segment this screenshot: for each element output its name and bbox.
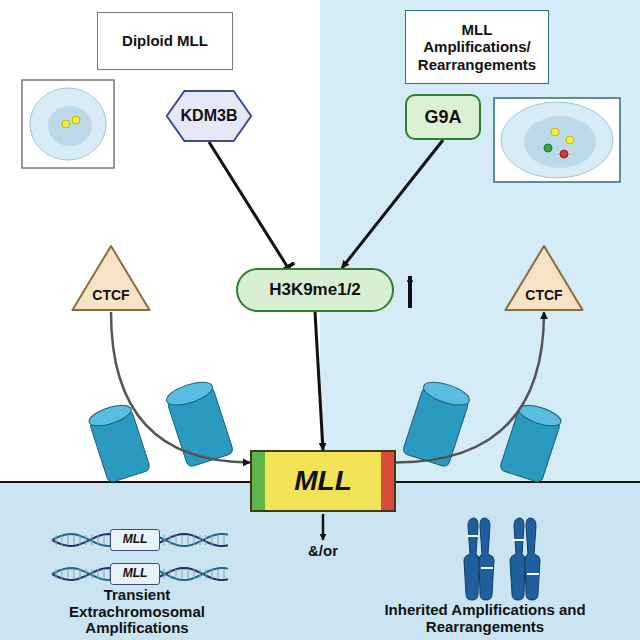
nucleosome	[87, 401, 151, 483]
activation-arrow	[396, 312, 544, 462]
base-pair	[56, 535, 57, 545]
enzyme-box: G9A	[405, 94, 481, 140]
node-text: H3K9me1/2	[269, 280, 361, 300]
fish-dot	[566, 136, 574, 144]
base-pair	[176, 535, 177, 545]
activation-arrow	[342, 140, 443, 268]
activation-arrow	[111, 312, 250, 462]
base-pair	[170, 569, 171, 579]
base-pair	[98, 569, 99, 579]
base-pair	[170, 535, 171, 545]
base-pair	[200, 535, 201, 545]
ctcf-triangle: CTCF	[70, 244, 152, 312]
fish-dot	[544, 144, 552, 152]
outcome-label: Transient Extrachromosomal Amplification…	[62, 587, 212, 637]
conjunction-label: &/or	[300, 543, 346, 560]
cell-frame	[22, 80, 114, 168]
base-pair	[62, 569, 63, 579]
node-text: MLL	[123, 567, 148, 581]
base-pair	[62, 535, 63, 545]
base-pair	[92, 535, 93, 545]
node-text: MLL Amplifications/ Rearrangements	[413, 21, 541, 73]
base-pair	[68, 569, 69, 579]
base-pair	[86, 535, 87, 545]
title-box: MLL Amplifications/ Rearrangements	[405, 10, 549, 84]
nucleus	[524, 116, 596, 168]
gene-box: MLL	[250, 450, 396, 512]
cell-frame	[494, 98, 620, 182]
outcome-label: Inherited Amplifications and Rearrangeme…	[368, 602, 602, 635]
base-pair	[74, 569, 75, 579]
chromosome	[464, 518, 540, 600]
fish-dot	[551, 128, 559, 136]
base-pair	[56, 569, 57, 579]
base-pair	[92, 569, 93, 579]
fish-dot	[560, 150, 568, 158]
base-pair	[224, 569, 225, 579]
base-pair	[182, 535, 183, 545]
base-pair	[86, 569, 87, 579]
nucleus	[48, 106, 92, 146]
cell	[30, 88, 106, 160]
dna-helix	[52, 534, 228, 546]
node-text: MLL	[294, 465, 352, 497]
node-text: G9A	[424, 107, 461, 128]
node-text: KDM3B	[181, 107, 238, 125]
node-text: CTCF	[92, 287, 129, 303]
base-pair	[194, 569, 195, 579]
base-pair	[80, 569, 81, 579]
base-pair	[206, 569, 207, 579]
base-pair	[80, 535, 81, 545]
dna-helix	[52, 534, 228, 546]
activation-arrow	[315, 312, 323, 450]
base-pair	[188, 569, 189, 579]
base-pair	[224, 535, 225, 545]
base-pair	[74, 535, 75, 545]
base-pair	[104, 569, 105, 579]
ctcf-triangle: CTCF	[503, 244, 585, 312]
nucleosome	[164, 378, 234, 468]
base-pair	[218, 569, 219, 579]
base-pair	[188, 535, 189, 545]
base-pair	[104, 535, 105, 545]
enzyme-hexagon: KDM3B	[165, 90, 253, 142]
node-text: CTCF	[525, 287, 562, 303]
result-arrow	[322, 514, 325, 540]
dna-helix	[52, 568, 228, 580]
base-pair	[164, 535, 165, 545]
base-pair	[98, 535, 99, 545]
chromosome-band	[466, 536, 539, 574]
dna-helix	[52, 568, 228, 580]
right-panel	[320, 0, 640, 482]
nucleosome	[402, 378, 472, 468]
cell	[501, 102, 613, 178]
fish-dot	[62, 120, 70, 128]
gene-tag: MLL	[110, 529, 160, 551]
base-pair	[194, 535, 195, 545]
node-text: MLL	[123, 533, 148, 547]
title-box: Diploid MLL	[97, 12, 233, 70]
base-pair	[200, 569, 201, 579]
increase-arrow	[408, 276, 412, 308]
ecdna	[52, 534, 228, 580]
inhibition-line	[209, 142, 288, 268]
fish-dot	[72, 116, 80, 124]
base-pair	[164, 569, 165, 579]
base-pair	[218, 535, 219, 545]
node-text: Diploid MLL	[122, 32, 208, 49]
base-pair	[206, 535, 207, 545]
nucleosome	[499, 401, 563, 483]
mark-pill: H3K9me1/2	[236, 268, 394, 312]
gene-tag: MLL	[110, 563, 160, 585]
base-pair	[212, 569, 213, 579]
base-pair	[212, 535, 213, 545]
base-pair	[68, 535, 69, 545]
base-pair	[182, 569, 183, 579]
base-pair	[176, 569, 177, 579]
